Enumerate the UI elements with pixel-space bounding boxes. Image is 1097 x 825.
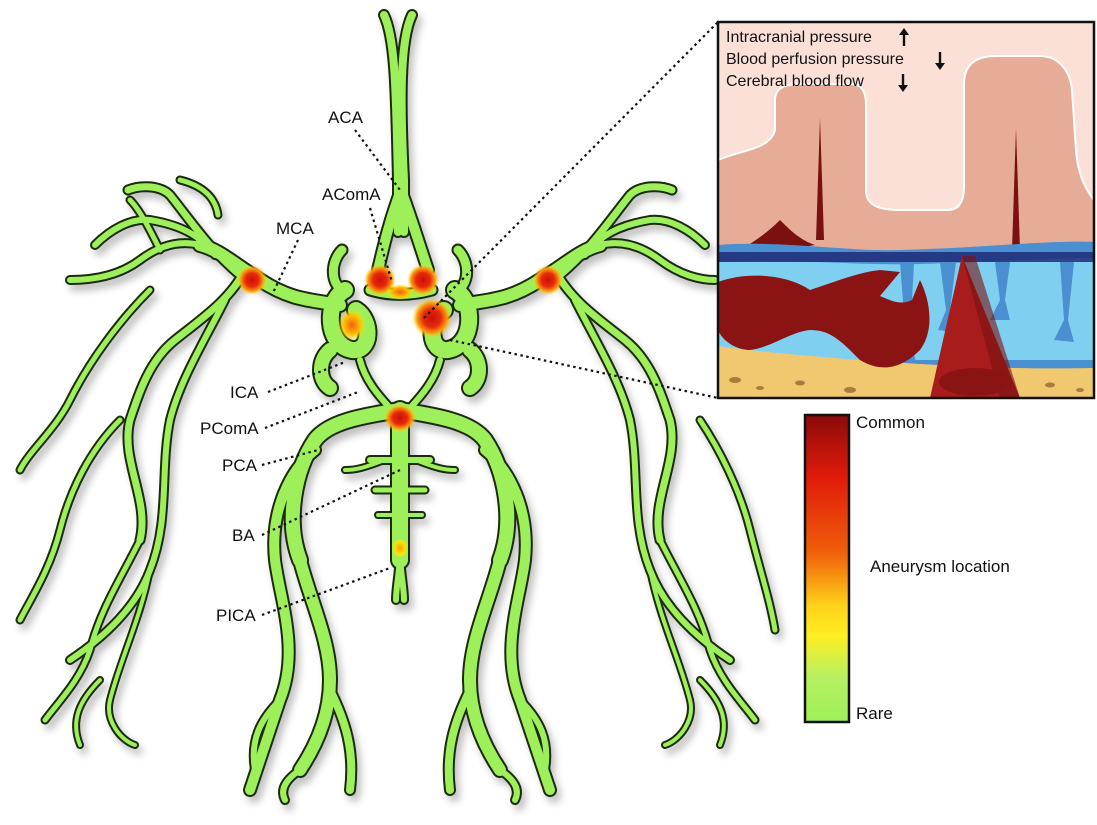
label-mca: MCA [276,219,314,238]
label-pcoma: PComA [200,419,259,438]
vessel-cross-section-inset: Intracranial pressure Blood perfusion pr… [718,22,1094,398]
label-pica: PICA [216,606,256,625]
inset-intracranial-pressure: Intracranial pressure [726,29,872,46]
hotspot-mca-right [533,265,563,295]
hotspot-pica [392,538,408,558]
label-aca: ACA [328,108,364,127]
label-acoma: AComA [322,185,381,204]
inset-cerebral-blood-flow: Cerebral blood flow [726,73,864,90]
label-ica: ICA [230,383,259,402]
label-pca: PCA [222,456,258,475]
inset-blood-perfusion-pressure: Blood perfusion pressure [726,51,904,68]
legend-gradient-bar [805,415,849,722]
legend-aneurysm-location-label: Aneurysm location [870,557,1010,576]
label-ba: BA [232,526,255,545]
aneurysm-frequency-legend: Common Aneurysm location Rare [805,413,1010,723]
hotspot-ba-tip [384,404,416,432]
hotspot-mca-left [237,265,267,295]
hotspot-ica-left [338,309,366,341]
legend-rare-label: Rare [856,704,893,723]
hotspot-acoma-center [386,284,414,300]
legend-common-label: Common [856,413,925,432]
hotspot-ica-right [412,298,452,338]
